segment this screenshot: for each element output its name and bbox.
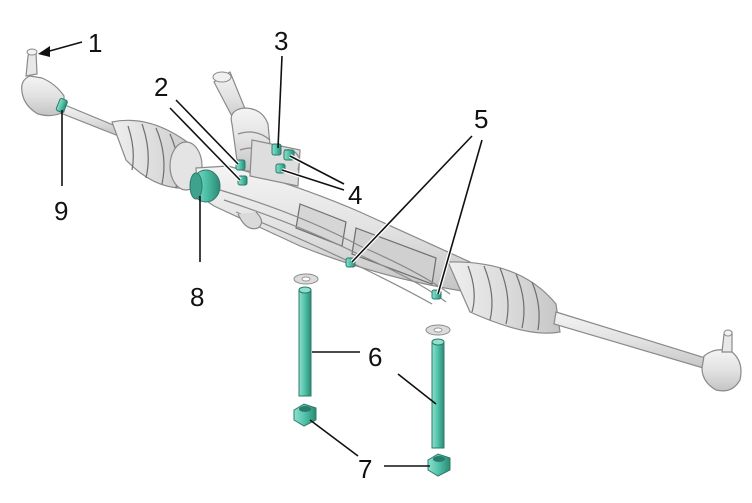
callout-4: 4 <box>348 180 362 210</box>
union-fitting <box>271 143 282 156</box>
nut-right <box>427 453 451 477</box>
callout-8: 8 <box>190 282 204 312</box>
right-bellows-boot <box>447 261 561 334</box>
pinion-housing <box>212 71 301 187</box>
callout-3: 3 <box>274 26 288 56</box>
leader-lines <box>38 41 484 467</box>
callout-5: 5 <box>474 104 488 134</box>
mounting-bolt-right <box>425 324 451 449</box>
callout-6: 6 <box>368 342 382 372</box>
mounting-bush <box>189 169 221 203</box>
mounting-bolt-left <box>293 273 319 397</box>
right-tie-rod <box>553 311 742 392</box>
callout-9: 9 <box>54 196 68 226</box>
left-tie-rod <box>21 48 119 136</box>
callout-2: 2 <box>154 72 168 102</box>
left-bellows-boot <box>111 119 203 191</box>
callout-7: 7 <box>358 454 372 484</box>
callout-1: 1 <box>88 28 102 58</box>
